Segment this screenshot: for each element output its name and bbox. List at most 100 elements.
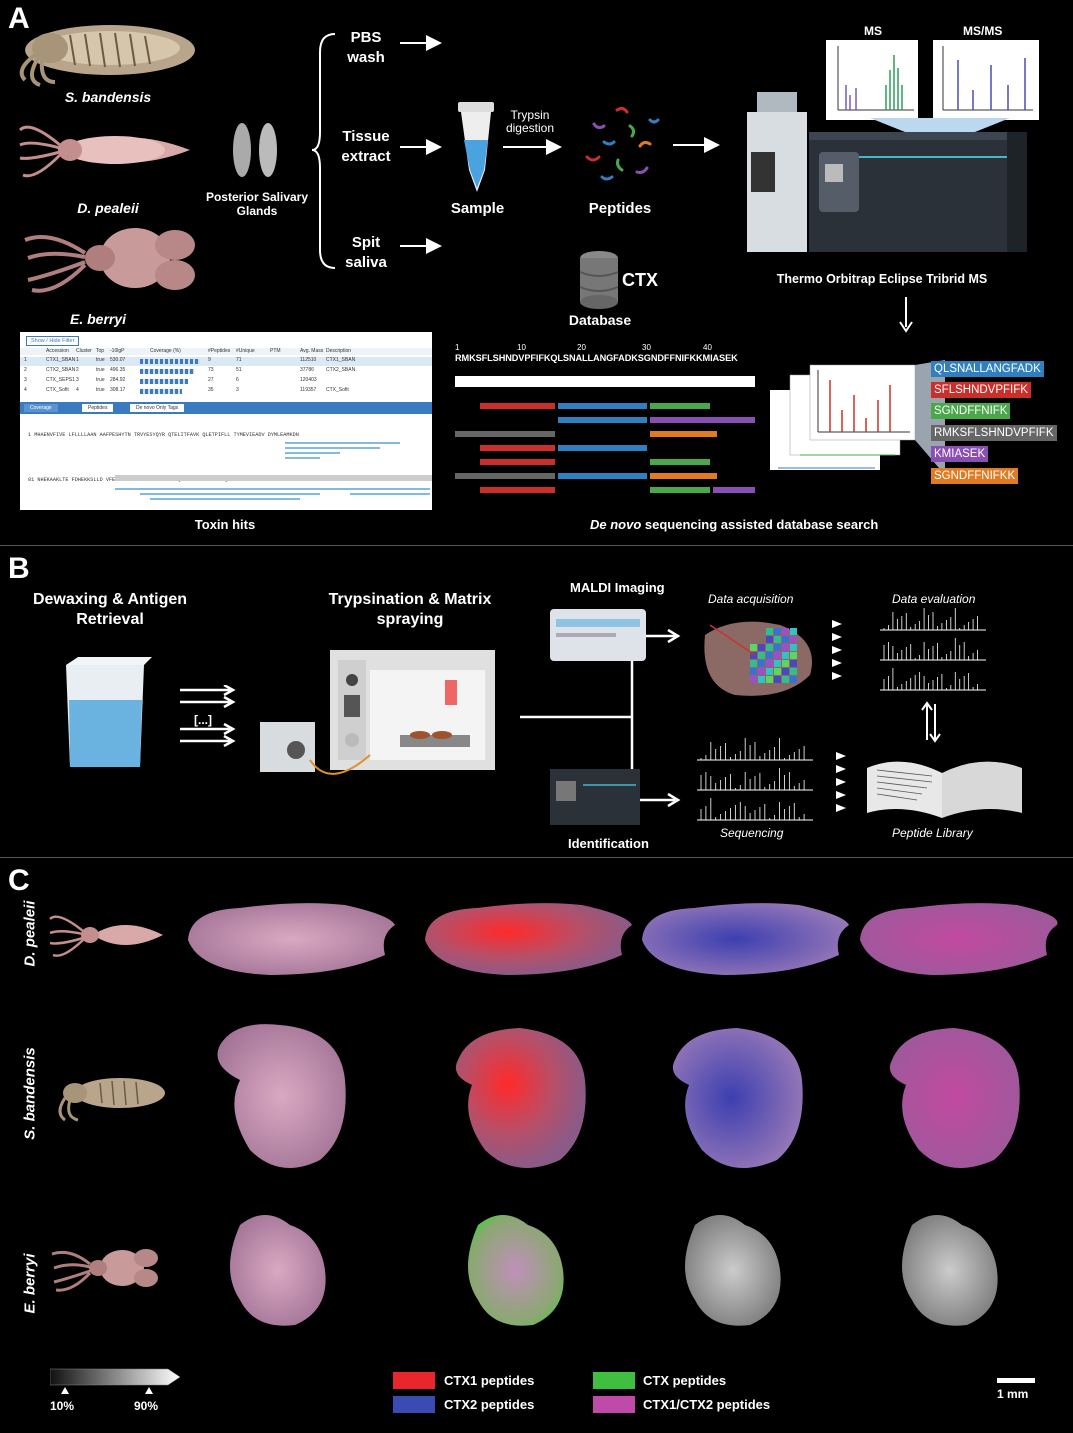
table-cell: CTX_SEPS1 [46,377,75,383]
table-cell: true [96,367,105,373]
panel-label-c: C [8,864,30,897]
input-spit-saliva: Spit saliva [345,234,387,271]
peptide-library-book [867,761,1022,818]
row-e-berryi [230,1215,998,1326]
identification-instrument [550,769,640,825]
acquisition-pixel [774,660,781,667]
acquisition-pixel [782,660,789,667]
show-hide-filter-button[interactable]: Show / Hide Filter [26,336,80,346]
table-header: Accession Cluster Top -10lgP Coverage (%… [20,348,432,355]
bobtail-squid-illustration [24,228,195,293]
acquisition-pixel [750,644,757,651]
col-top: Top [96,348,105,354]
acquisition-pixel [766,660,773,667]
sequencing-arrowheads [836,752,846,812]
sequence-bar [455,376,755,387]
panel-label-b: B [8,552,30,585]
legend-label: CTX1 peptides [444,1373,535,1388]
acquisition-pixel [782,668,789,675]
digestion-label: Trypsin digestion [505,108,555,135]
legend-label: CTX1/CTX2 peptides [643,1397,771,1412]
acquisition-pixel [774,676,781,683]
table-cell: 9 [208,357,211,363]
table-cell: CTX1_SBAN [46,357,76,363]
acquisition-pixel [790,644,797,651]
tab-peptides[interactable]: Peptides [82,404,114,412]
table-cell: true [96,357,105,363]
maldi-label: MALDI Imaging [570,580,665,595]
glands-label: Posterior Salivary Glands [205,190,309,218]
ms-label: MS [864,24,882,38]
coverage-bar [140,359,200,364]
down-arrow [899,297,913,333]
intensity-scale-bar [50,1368,181,1386]
acquisition-pixel [790,628,797,635]
acquisition-pixel [782,628,789,635]
divider-bc [0,857,1073,858]
table-cell: CTX_Sofit [326,387,349,393]
col-coverage: Coverage (%) [150,348,181,354]
database-label: Database [568,312,632,328]
legend-swatch [593,1396,635,1413]
tab-coverage[interactable]: Coverage [24,404,58,412]
table-cell: 496.35 [110,367,126,373]
identification-label: Identification [568,836,649,851]
peptide-tag: KMIASEK [931,446,989,462]
peptide-tag: RMKSFLSHNDVPFIFK [931,425,1057,441]
table-cell: 51 [236,367,242,373]
scale-bar-label: 1 mm [997,1387,1029,1401]
ctx-label: CTX [622,270,658,290]
data-evaluation-label: Data evaluation [892,592,976,606]
msms-spectrum-chart [933,40,1039,120]
acquisition-pixel [750,660,757,667]
legend-label: CTX2 peptides [444,1397,535,1412]
database-icon [579,251,619,309]
tissue-grid-image [704,621,812,696]
table-cell: 308.17 [110,387,126,393]
peptide-tag: SGNDFFNIFKK [931,468,1019,484]
acquisition-pixel [774,668,781,675]
acquisition-pixel [766,644,773,651]
table-cell: 37786 [300,367,314,373]
table-cell: 2 [24,367,27,373]
coverage-bar [140,389,182,394]
sequencing-spectra [697,738,813,821]
acquisition-pixel [766,652,773,659]
input-pbs-wash: PBS wash [347,29,385,66]
table-cell: 4 [24,387,27,393]
scale-tick-90: 90% [134,1399,159,1413]
legend-swatch [393,1372,435,1389]
table-cell: true [96,377,105,383]
col-ptm: PTM [270,348,281,354]
peptides-label: Peptides [588,200,652,217]
toxin-hits-label: Toxin hits [194,517,256,532]
sequencing-label: Sequencing [720,826,784,840]
acquisition-pixel [758,668,765,675]
table-cell: 6 [236,377,239,383]
acquisition-pixel [790,652,797,659]
cuttlefish-thumbnail [58,1078,165,1122]
glands-icon [233,123,277,177]
peptide-library-label: Peptide Library [892,826,973,840]
acquisition-pixel [782,644,789,651]
tissue-image-grid [188,903,1058,1326]
ellipsis-label: [...] [194,713,212,727]
process-arrows [180,685,236,747]
cuttlefish-illustration [19,25,195,87]
toxin-hits-screenshot: Show / Hide Filter Accession Cluster Top… [20,332,432,510]
table-cell: 2 [76,367,79,373]
acquisition-pixel [758,660,765,667]
coverage-bar [140,379,188,384]
peptide-tag: QLSNALLANGFADK [931,361,1044,377]
tab-denovo-tags[interactable]: De novo Only Tags [130,404,185,412]
protein-sequence: RMKSFLSHNDVPFIFKQLSNALLANGFADKSGNDFFNIFK… [455,353,738,363]
col-cluster: Cluster [76,348,92,354]
table-cell: 71 [236,357,242,363]
acquisition-pixel [790,668,797,675]
col-unique: #Unique [236,348,255,354]
peptide-alignment [455,403,755,493]
